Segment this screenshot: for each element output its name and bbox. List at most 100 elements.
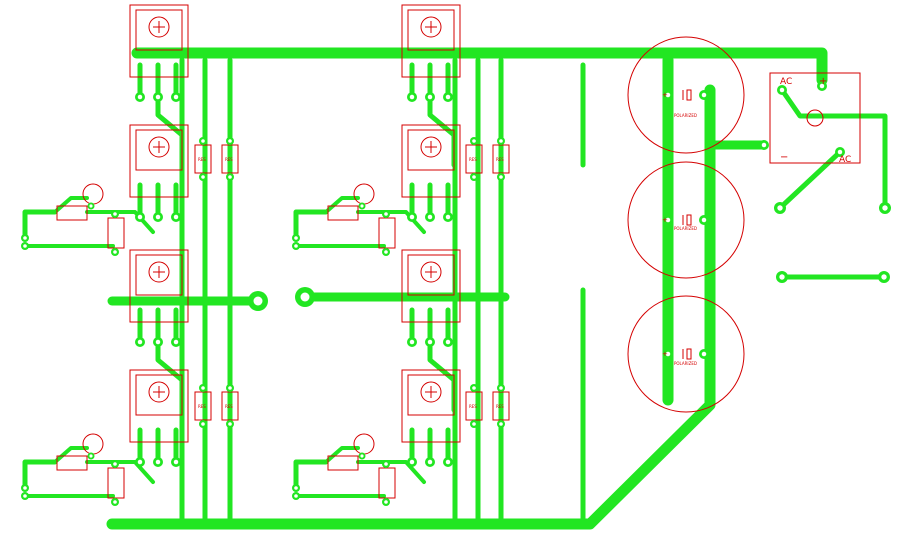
transistor-2-pad-1-hole — [137, 214, 143, 220]
copper-pads — [21, 81, 891, 506]
resistor-5-label: RES — [469, 157, 477, 162]
input-stage-3-input-trace-a — [293, 209, 329, 241]
transistor-1-pad-3-hole — [173, 94, 179, 100]
input-stage-1-pad-r2-hole — [113, 250, 117, 254]
input-stage-4-pad-r1-hole — [384, 462, 388, 466]
transistor-8-heatsink-tab — [407, 374, 455, 416]
input-stage-3-pad-r2-hole — [384, 250, 388, 254]
input-stage-2-pad-r1-hole — [113, 462, 117, 466]
bridge-pad-ac-top-hole — [779, 87, 785, 93]
input-stage-1-pad-q1-hole — [89, 204, 93, 208]
input-stage-4-pad-in-a-hole — [294, 486, 298, 490]
resistor-5-pad-a-hole — [472, 139, 476, 143]
bridge-plus-label: + — [819, 76, 827, 87]
transistor-2-mounting-hole — [148, 136, 170, 158]
input-stage-1-resistor-a — [56, 205, 88, 221]
transistor-4-pad-2-hole — [155, 459, 161, 465]
bottom-bus-trace — [106, 84, 716, 530]
transistor-7-heatsink-tab — [407, 254, 455, 296]
transistor-7-outline — [401, 249, 461, 323]
input-stage-2-pad-r2-hole — [113, 500, 117, 504]
input-stage-1-pad-r1-hole — [113, 212, 117, 216]
capacitor-2-plate-b — [686, 214, 692, 226]
input-stage-3-pad-q1-hole — [360, 204, 364, 208]
resistor-4-label: RES — [225, 404, 233, 409]
capacitor-1-plate-b — [686, 89, 692, 101]
resistor-1-pad-a-hole — [201, 139, 205, 143]
input-stage-3-resistor-b — [378, 217, 396, 249]
input-stage-4-pad-r2-hole — [384, 500, 388, 504]
transistor-3-pad-3-hole — [173, 339, 179, 345]
input-stage-3-pad-in-b-hole — [294, 244, 298, 248]
input-stage-4-pad-q1-hole — [360, 454, 364, 458]
input-stage-4-pad-in-b-hole — [294, 494, 298, 498]
input-stage-3-pad-r1-hole — [384, 212, 388, 216]
transistor-1-mounting-hole — [148, 16, 170, 38]
transistor-1-pad-2-hole — [155, 94, 161, 100]
input-stage-4-input-trace-b — [324, 446, 360, 464]
capacitor-1-polarity: + — [662, 91, 668, 99]
capacitor-3-plate-b — [686, 348, 692, 360]
resistor-7-label: RES — [469, 404, 477, 409]
transistor-1-outline — [129, 4, 189, 78]
transistor-6-pad-3-hole — [445, 214, 451, 220]
input-stage-1-resistor-b — [107, 217, 125, 249]
resistor-1-label: RES — [198, 157, 206, 162]
transistor-8-mounting-hole — [420, 381, 442, 403]
input-stage-4-input-trace-a — [293, 459, 329, 491]
transistor-8-outline — [401, 369, 461, 443]
left-mid-mounting-pad-hole — [253, 296, 263, 306]
transistor-5-pad-2-hole — [427, 94, 433, 100]
capacitor-1-outline — [627, 36, 745, 154]
transistor-3-outline — [129, 249, 189, 323]
input-stage-1-input-trace-c — [85, 210, 155, 234]
transistor-8-pad-2-hole — [427, 459, 433, 465]
resistor-4-pad-b-hole — [228, 422, 232, 426]
transistor-4-pad-1-hole — [137, 459, 143, 465]
ac-input-pad-left-hole — [777, 205, 783, 211]
silkscreen-labels: AC + − AC POLARIZED POLARIZED POLARIZED … — [662, 76, 851, 366]
transistor-1-pad-1-hole — [137, 94, 143, 100]
transistor-4-mounting-hole — [148, 381, 170, 403]
transistor-6-mounting-hole — [420, 136, 442, 158]
resistor-8-pad-a-hole — [499, 386, 503, 390]
transistor-2-heatsink-tab — [135, 129, 183, 171]
capacitor-1-pad-positive-hole — [665, 92, 671, 98]
ac-input-pad-right-hole — [882, 205, 888, 211]
transistor-5-pad-1-hole — [409, 94, 415, 100]
transistor-8-pad-1-hole — [409, 459, 415, 465]
input-stage-3-input-trace-c — [356, 210, 426, 234]
bridge-pad-minus-hole — [761, 142, 767, 148]
transistor-7-pad-3-hole — [445, 339, 451, 345]
resistor-2-pad-b-hole — [228, 175, 232, 179]
input-stage-1-input-trace-a — [22, 209, 58, 241]
input-stage-2-input-trace-a — [22, 459, 58, 491]
transistor-3-pad-1-hole — [137, 339, 143, 345]
input-stage-1-pad-in-a-hole — [23, 236, 27, 240]
bridge-rectifier-center-hole — [806, 109, 824, 127]
transistor-7-mounting-hole — [420, 261, 442, 283]
capacitor-3-pad-positive-hole — [665, 351, 671, 357]
input-stage-2-resistor-a — [56, 455, 88, 471]
resistor-7-pad-b-hole — [472, 422, 476, 426]
input-stage-1-pad-in-b-hole — [23, 244, 27, 248]
resistor-3-pad-b-hole — [201, 422, 205, 426]
input-stage-2-input-trace-b — [53, 446, 89, 464]
ac-line-pad-left-hole — [779, 274, 785, 280]
input-stage-3-input-trace-b — [324, 196, 360, 214]
capacitor-3-label: POLARIZED — [674, 361, 697, 366]
resistor-6-label: RES — [496, 157, 504, 162]
bridge-ac-bottom-label: AC — [839, 155, 851, 165]
ac-line-pad-right-hole — [881, 274, 887, 280]
resistor-6-pad-b-hole — [499, 175, 503, 179]
resistor-2-pad-a-hole — [228, 139, 232, 143]
input-stage-1-input-trace-b — [53, 196, 89, 214]
bridge-pad-ac-bottom-hole — [837, 149, 843, 155]
capacitor-2-pad-negative-hole — [701, 217, 707, 223]
capacitor-1-pad-negative-hole — [701, 92, 707, 98]
capacitor-3-outline — [627, 295, 745, 413]
input-stage-2-pad-q1-hole — [89, 454, 93, 458]
transistor-5-heatsink-tab — [407, 9, 455, 51]
transistor-3-mounting-hole — [148, 261, 170, 283]
